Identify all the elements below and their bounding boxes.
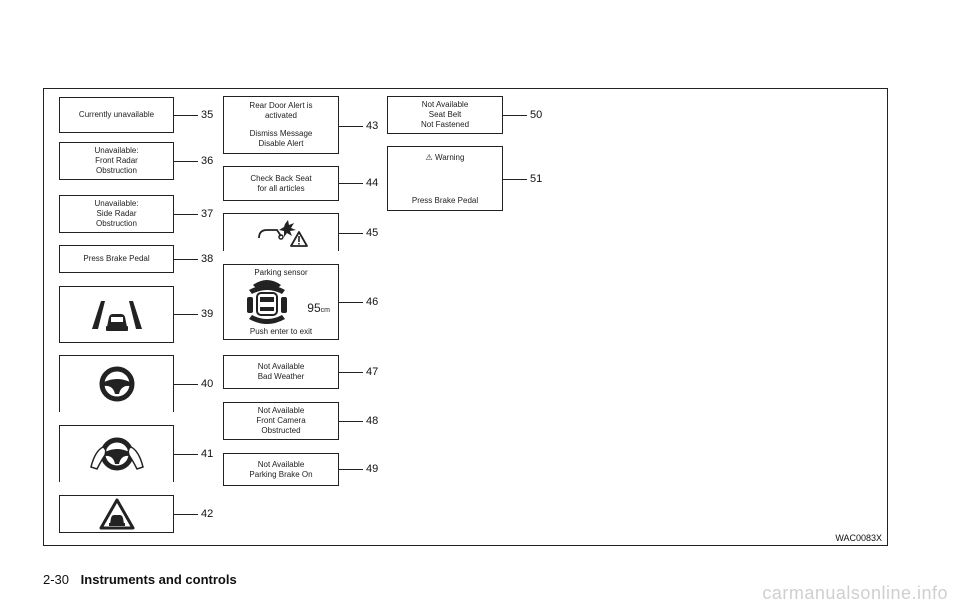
line: Currently unavailable	[78, 110, 155, 119]
display-47: Not Available Bad Weather	[223, 355, 339, 389]
display-50: Not Available Seat Belt Not Fastened	[387, 96, 503, 134]
leader-49	[339, 469, 363, 470]
line: activated	[264, 111, 297, 120]
parking-sensor-title: Parking sensor	[254, 268, 308, 277]
line: Not Available	[257, 406, 305, 415]
line: Obstruction	[96, 166, 137, 175]
leader-43	[339, 126, 363, 127]
leader-48	[339, 421, 363, 422]
display-44: Check Back Seat for all articles	[223, 166, 339, 201]
line: Check Back Seat	[250, 173, 312, 183]
parking-exit-hint: Push enter to exit	[249, 327, 313, 336]
callout-47: 47	[366, 366, 379, 378]
callout-40: 40	[201, 378, 214, 390]
warning-triangle-icon: ⚠	[425, 153, 433, 162]
hands-on-steering-wheel-icon	[89, 437, 144, 471]
leader-46	[339, 302, 363, 303]
line: Front Camera	[256, 416, 306, 425]
leader-47	[339, 372, 363, 373]
line: Not Available	[257, 362, 305, 371]
display-39	[59, 286, 174, 343]
parking-distance-unit: cm	[320, 307, 330, 314]
warning-header: ⚠ Warning	[388, 153, 502, 163]
parking-distance: 95cm	[307, 301, 330, 316]
page-footer: 2-30 Instruments and controls	[43, 572, 237, 587]
callout-35: 35	[201, 109, 214, 121]
leader-50	[503, 115, 527, 116]
line: Obstructed	[261, 426, 301, 435]
callout-44: 44	[366, 177, 379, 189]
line: Disable Alert	[258, 139, 304, 148]
warning-label: Warning	[434, 153, 465, 162]
display-36: Unavailable: Front Radar Obstruction	[59, 142, 174, 180]
steering-wheel-icon	[99, 366, 134, 402]
warning-footer: Press Brake Pedal	[411, 196, 479, 205]
section-title: Instruments and controls	[80, 572, 237, 587]
callout-48: 48	[366, 415, 379, 427]
callout-36: 36	[201, 155, 214, 167]
display-35: Currently unavailable	[59, 97, 174, 133]
line: Unavailable:	[94, 146, 139, 155]
leader-45	[339, 233, 363, 234]
display-49: Not Available Parking Brake On	[223, 453, 339, 486]
lane-departure-car-icon	[91, 300, 142, 331]
callout-51: 51	[530, 173, 543, 185]
callout-41: 41	[201, 448, 214, 460]
display-43: Rear Door Alert is activated Dismiss Mes…	[223, 96, 339, 154]
parking-sensor-car-icon	[247, 280, 287, 324]
display-48: Not Available Front Camera Obstructed	[223, 402, 339, 440]
display-38: Press Brake Pedal	[59, 245, 174, 273]
line: Dismiss Message	[249, 129, 313, 138]
leader-41	[174, 454, 198, 455]
leader-38	[174, 259, 198, 260]
line: Not Available	[421, 100, 469, 109]
display-45	[223, 213, 339, 251]
display-46: Parking sensor 95cm Push enter to exit	[223, 264, 339, 340]
page-number: 2-30	[43, 572, 70, 587]
callout-45: 45	[366, 227, 379, 239]
callout-43: 43	[366, 120, 379, 132]
leader-36	[174, 161, 198, 162]
line: Obstruction	[96, 219, 137, 228]
callout-49: 49	[366, 463, 379, 475]
car-warning-triangle-icon	[99, 498, 134, 530]
tailgate-impact-warning-icon	[258, 219, 308, 247]
line: Not Fastened	[420, 120, 470, 129]
display-41	[59, 425, 174, 482]
figure-frame	[43, 88, 888, 546]
parking-distance-value: 95	[307, 301, 321, 315]
watermark: carmanualsonline.info	[762, 583, 948, 603]
leader-35	[174, 115, 198, 116]
display-40	[59, 355, 174, 412]
display-51: ⚠ Warning Press Brake Pedal	[387, 146, 503, 211]
leader-40	[174, 384, 198, 385]
leader-51	[503, 179, 527, 180]
leader-42	[174, 514, 198, 515]
callout-46: 46	[366, 296, 379, 308]
line: Press Brake Pedal	[83, 254, 150, 263]
leader-44	[339, 183, 363, 184]
line: Parking Brake On	[249, 469, 313, 479]
figure-code: WAC0083X	[835, 533, 882, 543]
callout-39: 39	[201, 308, 214, 320]
leader-39	[174, 314, 198, 315]
line: Seat Belt	[428, 110, 462, 119]
callout-50: 50	[530, 109, 543, 121]
line: Unavailable:	[94, 199, 139, 208]
line: Side Radar	[96, 209, 137, 218]
line: Not Available	[257, 459, 305, 469]
display-42	[59, 495, 174, 533]
line: for all articles	[257, 183, 305, 193]
alert-text: Rear Door Alert is activated	[249, 101, 312, 121]
callout-37: 37	[201, 208, 214, 220]
line: Bad Weather	[257, 372, 305, 381]
callout-38: 38	[201, 253, 214, 265]
leader-37	[174, 214, 198, 215]
line: Rear Door Alert is	[249, 101, 313, 110]
line: Front Radar	[95, 156, 138, 165]
display-37: Unavailable: Side Radar Obstruction	[59, 195, 174, 233]
alert-options: Dismiss Message Disable Alert	[250, 129, 313, 149]
callout-42: 42	[201, 508, 214, 520]
